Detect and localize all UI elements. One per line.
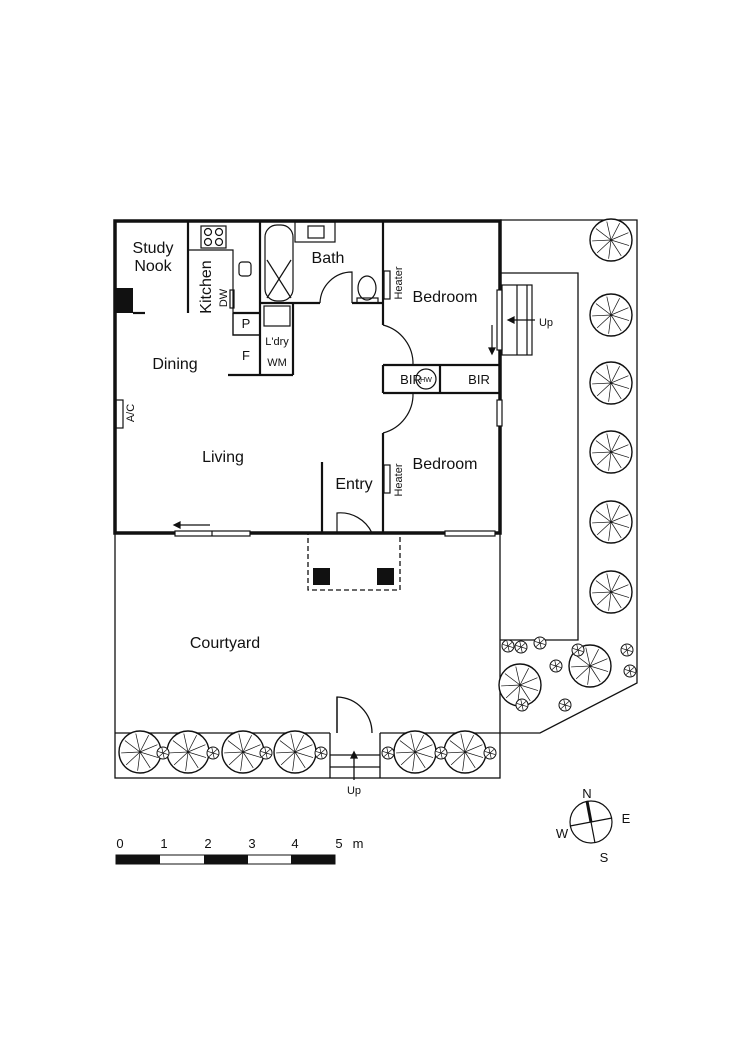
- house: [113, 219, 535, 537]
- tree-icon: [273, 730, 317, 774]
- vanity: [294, 221, 336, 243]
- dishwasher: [229, 289, 235, 309]
- label-heater-1: Heater: [393, 266, 405, 299]
- heater-unit: [383, 464, 391, 494]
- toilet: [357, 275, 377, 301]
- label-bedroom-2: Bedroom: [413, 456, 478, 473]
- bedroom-door[interactable]: [382, 324, 414, 366]
- tree-icon: [259, 746, 273, 760]
- label-nook: Nook: [134, 258, 172, 275]
- tree-icon: [221, 730, 265, 774]
- scale-tick-2: 2: [204, 836, 211, 851]
- exterior-walls: [113, 219, 502, 535]
- tree-icon: [620, 643, 634, 657]
- bath-door[interactable]: [319, 271, 353, 304]
- porch-outline: [307, 532, 401, 591]
- label-laundry: L'dry: [265, 336, 289, 348]
- label-wm: WM: [267, 357, 287, 369]
- pantry: [232, 313, 260, 336]
- tree-icon: [393, 730, 437, 774]
- scale-tick-3: 3: [248, 836, 255, 851]
- tree-icon: [589, 430, 633, 474]
- scale-unit: m: [353, 836, 364, 851]
- heater-unit: [383, 270, 391, 300]
- cooktop: [200, 225, 227, 249]
- window: [444, 530, 496, 537]
- side-garden-boundary: [500, 219, 638, 734]
- tree-icon: [314, 746, 328, 760]
- gate-door-swing: [336, 696, 373, 734]
- label-study: Study: [133, 240, 174, 257]
- porch-post: [377, 568, 394, 585]
- scale-tick-0: 0: [116, 836, 123, 851]
- label-bir-1: BIR: [400, 372, 422, 387]
- label-courtyard: Courtyard: [190, 635, 260, 652]
- window: [496, 399, 503, 427]
- label-entry: Entry: [335, 476, 372, 493]
- scale-tick-1: 1: [160, 836, 167, 851]
- scale-tick-5: 5: [335, 836, 342, 851]
- compass: N E W S: [556, 786, 631, 865]
- label-ac: A/C: [125, 404, 137, 422]
- tree-icon: [206, 746, 220, 760]
- compass-n: N: [582, 786, 591, 801]
- tree-icon: [589, 570, 633, 614]
- tree-icon: [381, 746, 395, 760]
- trees: [118, 218, 637, 774]
- tree-icon: [514, 640, 528, 654]
- tree-icon: [558, 698, 572, 712]
- porch-post: [313, 568, 330, 585]
- scale-bar: 0 1 2 3 4 5 m: [115, 836, 364, 865]
- label-dw: DW: [218, 288, 230, 307]
- laundry-tub: [263, 305, 291, 327]
- label-side-up: Up: [539, 317, 553, 329]
- compass-s: S: [600, 850, 609, 865]
- room-labels: Study Nook Kitchen DW Bath Bedroom P F L…: [125, 240, 553, 797]
- label-heater-2: Heater: [393, 463, 405, 496]
- tree-icon: [589, 293, 633, 337]
- fireplace: [115, 288, 133, 313]
- label-kitchen: Kitchen: [198, 260, 215, 313]
- tree-icon: [515, 698, 529, 712]
- bathtub: [264, 224, 294, 302]
- front-door[interactable]: [336, 512, 373, 534]
- tree-icon: [443, 730, 487, 774]
- tree-icon: [589, 218, 633, 262]
- label-bedroom-1: Bedroom: [413, 289, 478, 306]
- tree-icon: [483, 746, 497, 760]
- tree-icon: [623, 664, 637, 678]
- sliding-door-window: [496, 289, 503, 351]
- label-dining: Dining: [152, 356, 197, 373]
- label-bir-2: BIR: [468, 372, 490, 387]
- compass-e: E: [622, 811, 631, 826]
- tree-icon: [501, 639, 515, 653]
- tree-icon: [589, 361, 633, 405]
- tree-icon: [434, 746, 448, 760]
- label-hw: HW: [420, 377, 432, 384]
- label-living: Living: [202, 449, 244, 466]
- label-fridge: F: [242, 348, 250, 363]
- bedroom-door[interactable]: [382, 392, 414, 434]
- sink: [238, 261, 252, 277]
- scale-tick-4: 4: [291, 836, 298, 851]
- tree-icon: [589, 500, 633, 544]
- tree-icon: [571, 643, 585, 657]
- tree-icon: [156, 746, 170, 760]
- basin: [307, 225, 325, 239]
- air-conditioner-unit: [115, 399, 124, 429]
- label-bath: Bath: [312, 250, 345, 267]
- label-front-up: Up: [347, 785, 361, 797]
- compass-w: W: [556, 826, 569, 841]
- hot-water-unit: [415, 368, 437, 390]
- tree-icon: [533, 636, 547, 650]
- tree-icon: [166, 730, 210, 774]
- kitchen-bench: [188, 249, 234, 313]
- tree-icon: [118, 730, 162, 774]
- tree-icon: [549, 659, 563, 673]
- compass-icon: [569, 800, 613, 844]
- label-pantry: P: [242, 316, 251, 331]
